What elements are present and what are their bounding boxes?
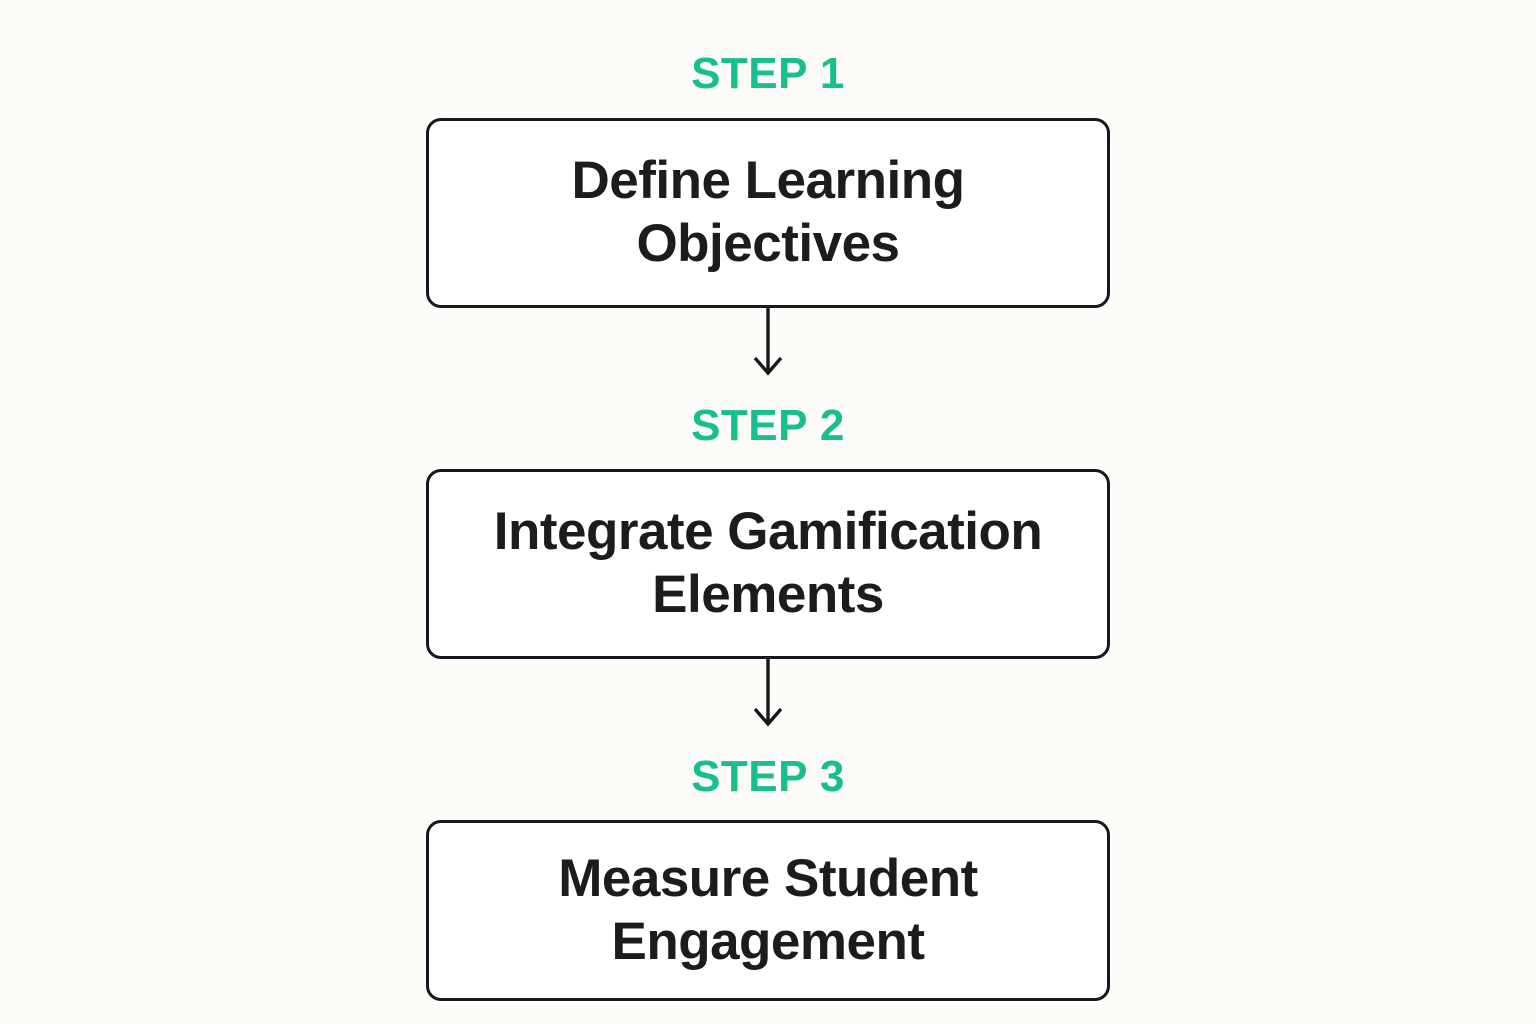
step-label-2: STEP 2: [691, 401, 845, 450]
step-box-1-text: Define Learning Objectives: [545, 150, 990, 275]
step-label-1: STEP 1: [691, 49, 845, 98]
step-group-3: STEP 3 Measure Student Engagement: [0, 727, 1536, 1001]
step-box-2-line-1: Integrate Gamification: [493, 502, 1043, 562]
step-box-2[interactable]: Integrate Gamification Elements: [426, 469, 1110, 659]
step-box-1[interactable]: Define Learning Objectives: [426, 118, 1110, 308]
step-box-2-text: Integrate Gamification Elements: [468, 501, 1069, 626]
step-group-1: STEP 1 Define Learning Objectives: [0, 0, 1536, 308]
step-box-3[interactable]: Measure Student Engagement: [426, 820, 1110, 1001]
step-box-1-line-2: Objectives: [636, 214, 900, 273]
step-box-1-line-1: Define Learning: [571, 151, 965, 211]
down-arrow-icon-1: [753, 308, 783, 376]
step-box-3-line-1: Measure Student: [558, 848, 978, 908]
step-box-3-line-2: Engagement: [611, 911, 925, 971]
down-arrow-icon-2: [753, 659, 783, 727]
step-box-3-text: Measure Student Engagement: [532, 848, 1004, 973]
step-box-2-line-2: Elements: [652, 565, 884, 624]
step-label-3: STEP 3: [691, 752, 845, 801]
step-group-2: STEP 2 Integrate Gamification Elements: [0, 376, 1536, 659]
